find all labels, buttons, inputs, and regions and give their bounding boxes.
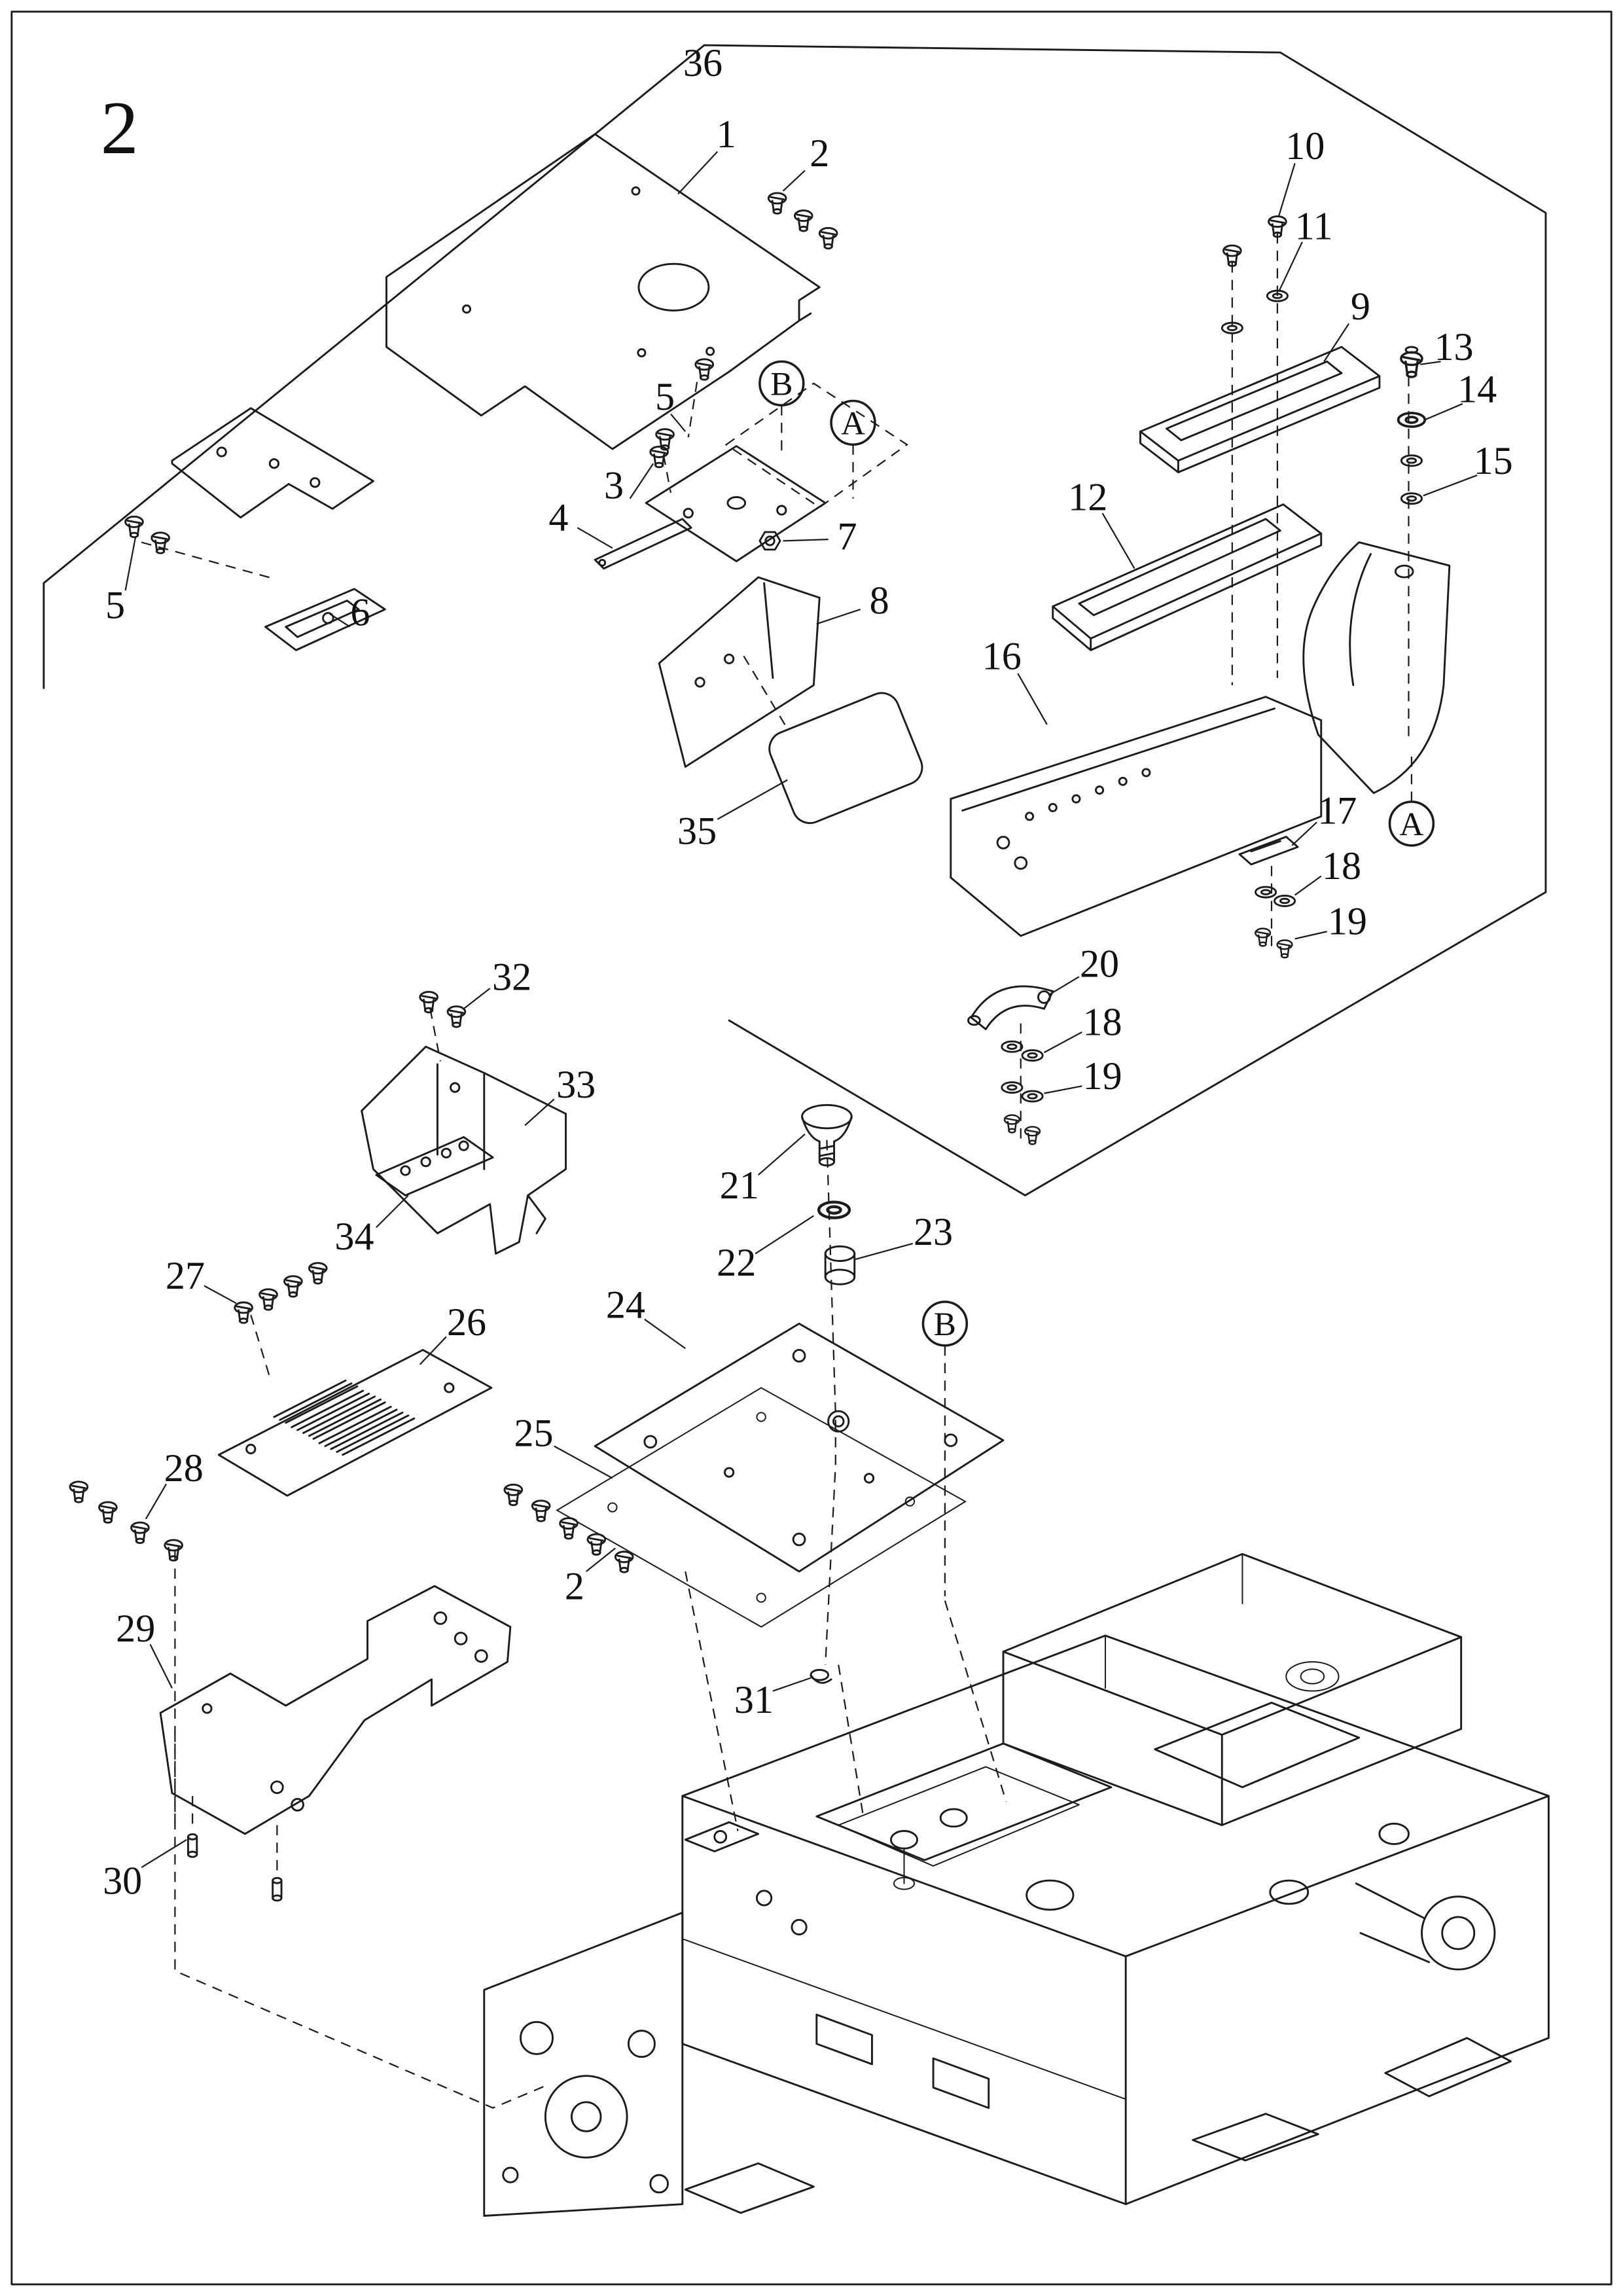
part-27-screws xyxy=(234,1262,328,1324)
curved-side-bracket xyxy=(1302,541,1451,795)
part-30-pins xyxy=(187,1833,283,1902)
callout-23: 23 xyxy=(914,1210,953,1254)
callout-25: 25 xyxy=(514,1411,553,1455)
part-5-screws xyxy=(124,358,715,554)
machine-base-casting xyxy=(483,1552,1550,2217)
part-35-pad xyxy=(768,692,923,824)
callout-20: 20 xyxy=(1080,942,1119,986)
callout-11: 11 xyxy=(1295,204,1333,248)
callout-22: 22 xyxy=(717,1241,756,1285)
detail-view-b-mid-label: B xyxy=(934,1306,956,1343)
callout-31: 31 xyxy=(734,1678,774,1722)
callout-33: 33 xyxy=(556,1063,596,1107)
detail-view-b-top-label: B xyxy=(770,366,793,403)
callout-2b: 2 xyxy=(565,1564,584,1608)
callout-35: 35 xyxy=(677,810,717,853)
callout-9: 9 xyxy=(1351,285,1370,329)
callout-14: 14 xyxy=(1457,368,1497,412)
callout-13: 13 xyxy=(1434,325,1473,369)
detail-view-markers: B A A B xyxy=(758,360,1435,1347)
callout-15: 15 xyxy=(1474,439,1513,483)
part-28-screws xyxy=(69,1480,183,1562)
part-1-top-cover-plate xyxy=(385,133,821,450)
callout-labels: 2 36 1 2 10 11 9 13 14 15 12 5 3 4 7 8 5… xyxy=(101,41,1513,1903)
part-12-slotted-plate xyxy=(1052,503,1323,651)
callout-1: 1 xyxy=(717,113,736,156)
callout-21: 21 xyxy=(720,1164,759,1208)
callout-19b: 19 xyxy=(1082,1054,1122,1098)
callout-17: 17 xyxy=(1317,789,1357,833)
callout-10: 10 xyxy=(1285,124,1325,168)
callout-34: 34 xyxy=(334,1215,374,1259)
part-3-4-7-feed-bracket xyxy=(594,445,827,570)
part-2-screws-top xyxy=(767,192,838,250)
callout-28: 28 xyxy=(164,1446,204,1490)
part-2-screws-lower xyxy=(503,1483,634,1573)
page-border xyxy=(10,10,1613,2286)
part-24-cover-plate xyxy=(594,1322,1005,1573)
part-20-lever-stack xyxy=(967,985,1054,1145)
detail-view-a-top-label: A xyxy=(841,405,865,442)
detail-view-b-top: B xyxy=(758,360,805,406)
part-8-guard-plate xyxy=(658,576,821,768)
detail-view-a-top: A xyxy=(830,399,876,446)
part-17-18-19-stack xyxy=(1238,836,1299,959)
part-31-clip xyxy=(810,1668,832,1684)
callout-8: 8 xyxy=(870,579,889,623)
callout-2: 2 xyxy=(810,132,829,175)
callout-5b: 5 xyxy=(105,583,125,627)
callout-18a: 18 xyxy=(1322,844,1361,888)
callout-19a: 19 xyxy=(1328,900,1367,944)
callout-29: 29 xyxy=(116,1607,155,1651)
part-9-slotted-plate xyxy=(1139,346,1381,474)
part-13-14-15-screw-washers xyxy=(1397,346,1427,505)
callout-5a: 5 xyxy=(655,375,675,419)
callout-3: 3 xyxy=(604,464,624,508)
callout-30: 30 xyxy=(103,1859,142,1903)
detail-view-b-mid: B xyxy=(921,1300,969,1347)
callout-36: 36 xyxy=(683,41,722,85)
part-25-gasket xyxy=(556,1387,967,1628)
detail-view-a-right: A xyxy=(1388,800,1435,847)
detail-view-a-right-label: A xyxy=(1399,806,1423,843)
callout-24: 24 xyxy=(606,1283,645,1327)
callout-16: 16 xyxy=(982,634,1022,678)
part-29-bracket xyxy=(159,1585,512,1835)
callout-26: 26 xyxy=(447,1300,486,1344)
leader-lines xyxy=(124,151,1478,1869)
part-21-22-23-knob-stack xyxy=(801,1103,856,1285)
callout-7: 7 xyxy=(838,515,857,559)
construction-lines xyxy=(141,233,1413,2109)
page-number: 2 xyxy=(101,86,139,170)
exploded-view-boundary xyxy=(43,44,1547,1196)
part-16-bracket xyxy=(950,696,1323,937)
callout-4: 4 xyxy=(548,496,568,540)
part-6-slide-plate-assembly xyxy=(171,407,386,651)
callout-6: 6 xyxy=(350,591,370,635)
callout-32: 32 xyxy=(492,955,531,999)
callout-27: 27 xyxy=(166,1254,205,1298)
part-26-needle-plate xyxy=(217,1349,493,1497)
callout-18b: 18 xyxy=(1082,1000,1122,1044)
callout-12: 12 xyxy=(1068,476,1107,520)
part-32-33-34-guard-group xyxy=(361,991,567,1255)
